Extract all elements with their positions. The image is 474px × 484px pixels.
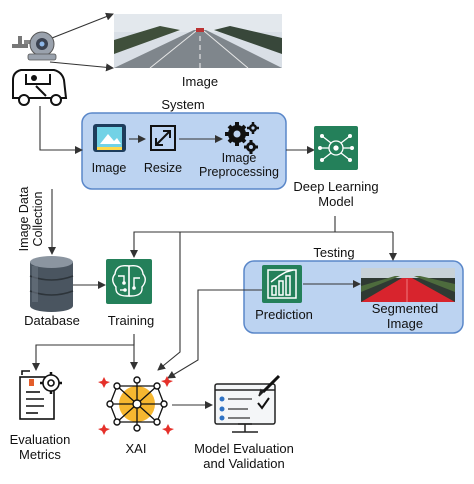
system-title: System — [161, 97, 205, 112]
camera-icon — [12, 31, 57, 61]
brain-icon — [106, 259, 152, 304]
monitor-checklist-icon — [214, 374, 281, 433]
model-evaluation-label: Model Evaluation and Validation — [194, 441, 294, 471]
preprocessing-label: Image Preprocessing — [199, 151, 279, 179]
database-label: Database — [24, 313, 80, 328]
gears-icon — [225, 122, 259, 154]
evaluation-metrics-label: Evaluation Metrics — [9, 432, 71, 462]
bar-chart-icon — [262, 265, 302, 303]
training-label: Training — [107, 313, 155, 328]
database-icon — [29, 256, 74, 312]
road-photo — [114, 14, 282, 69]
neural-network-icon — [314, 126, 358, 170]
xai-label: XAI — [125, 441, 147, 456]
segmented-label: Segmented Image — [371, 301, 439, 331]
system-image-label: Image — [91, 161, 127, 175]
resize-arrows-icon — [150, 125, 176, 151]
resize-label: Resize — [143, 161, 183, 175]
xai-network-icon — [98, 376, 174, 435]
image-label: Image — [181, 74, 219, 89]
deep-learning-label: Deep Learning Model — [293, 179, 379, 209]
segmented-road-icon — [361, 268, 455, 302]
testing-title: Testing — [313, 245, 355, 260]
image-file-icon — [93, 124, 126, 152]
prediction-label: Prediction — [255, 307, 313, 322]
collection-label: Image Data Collection — [17, 186, 45, 252]
car-icon — [12, 69, 68, 106]
report-gear-icon — [19, 370, 62, 420]
